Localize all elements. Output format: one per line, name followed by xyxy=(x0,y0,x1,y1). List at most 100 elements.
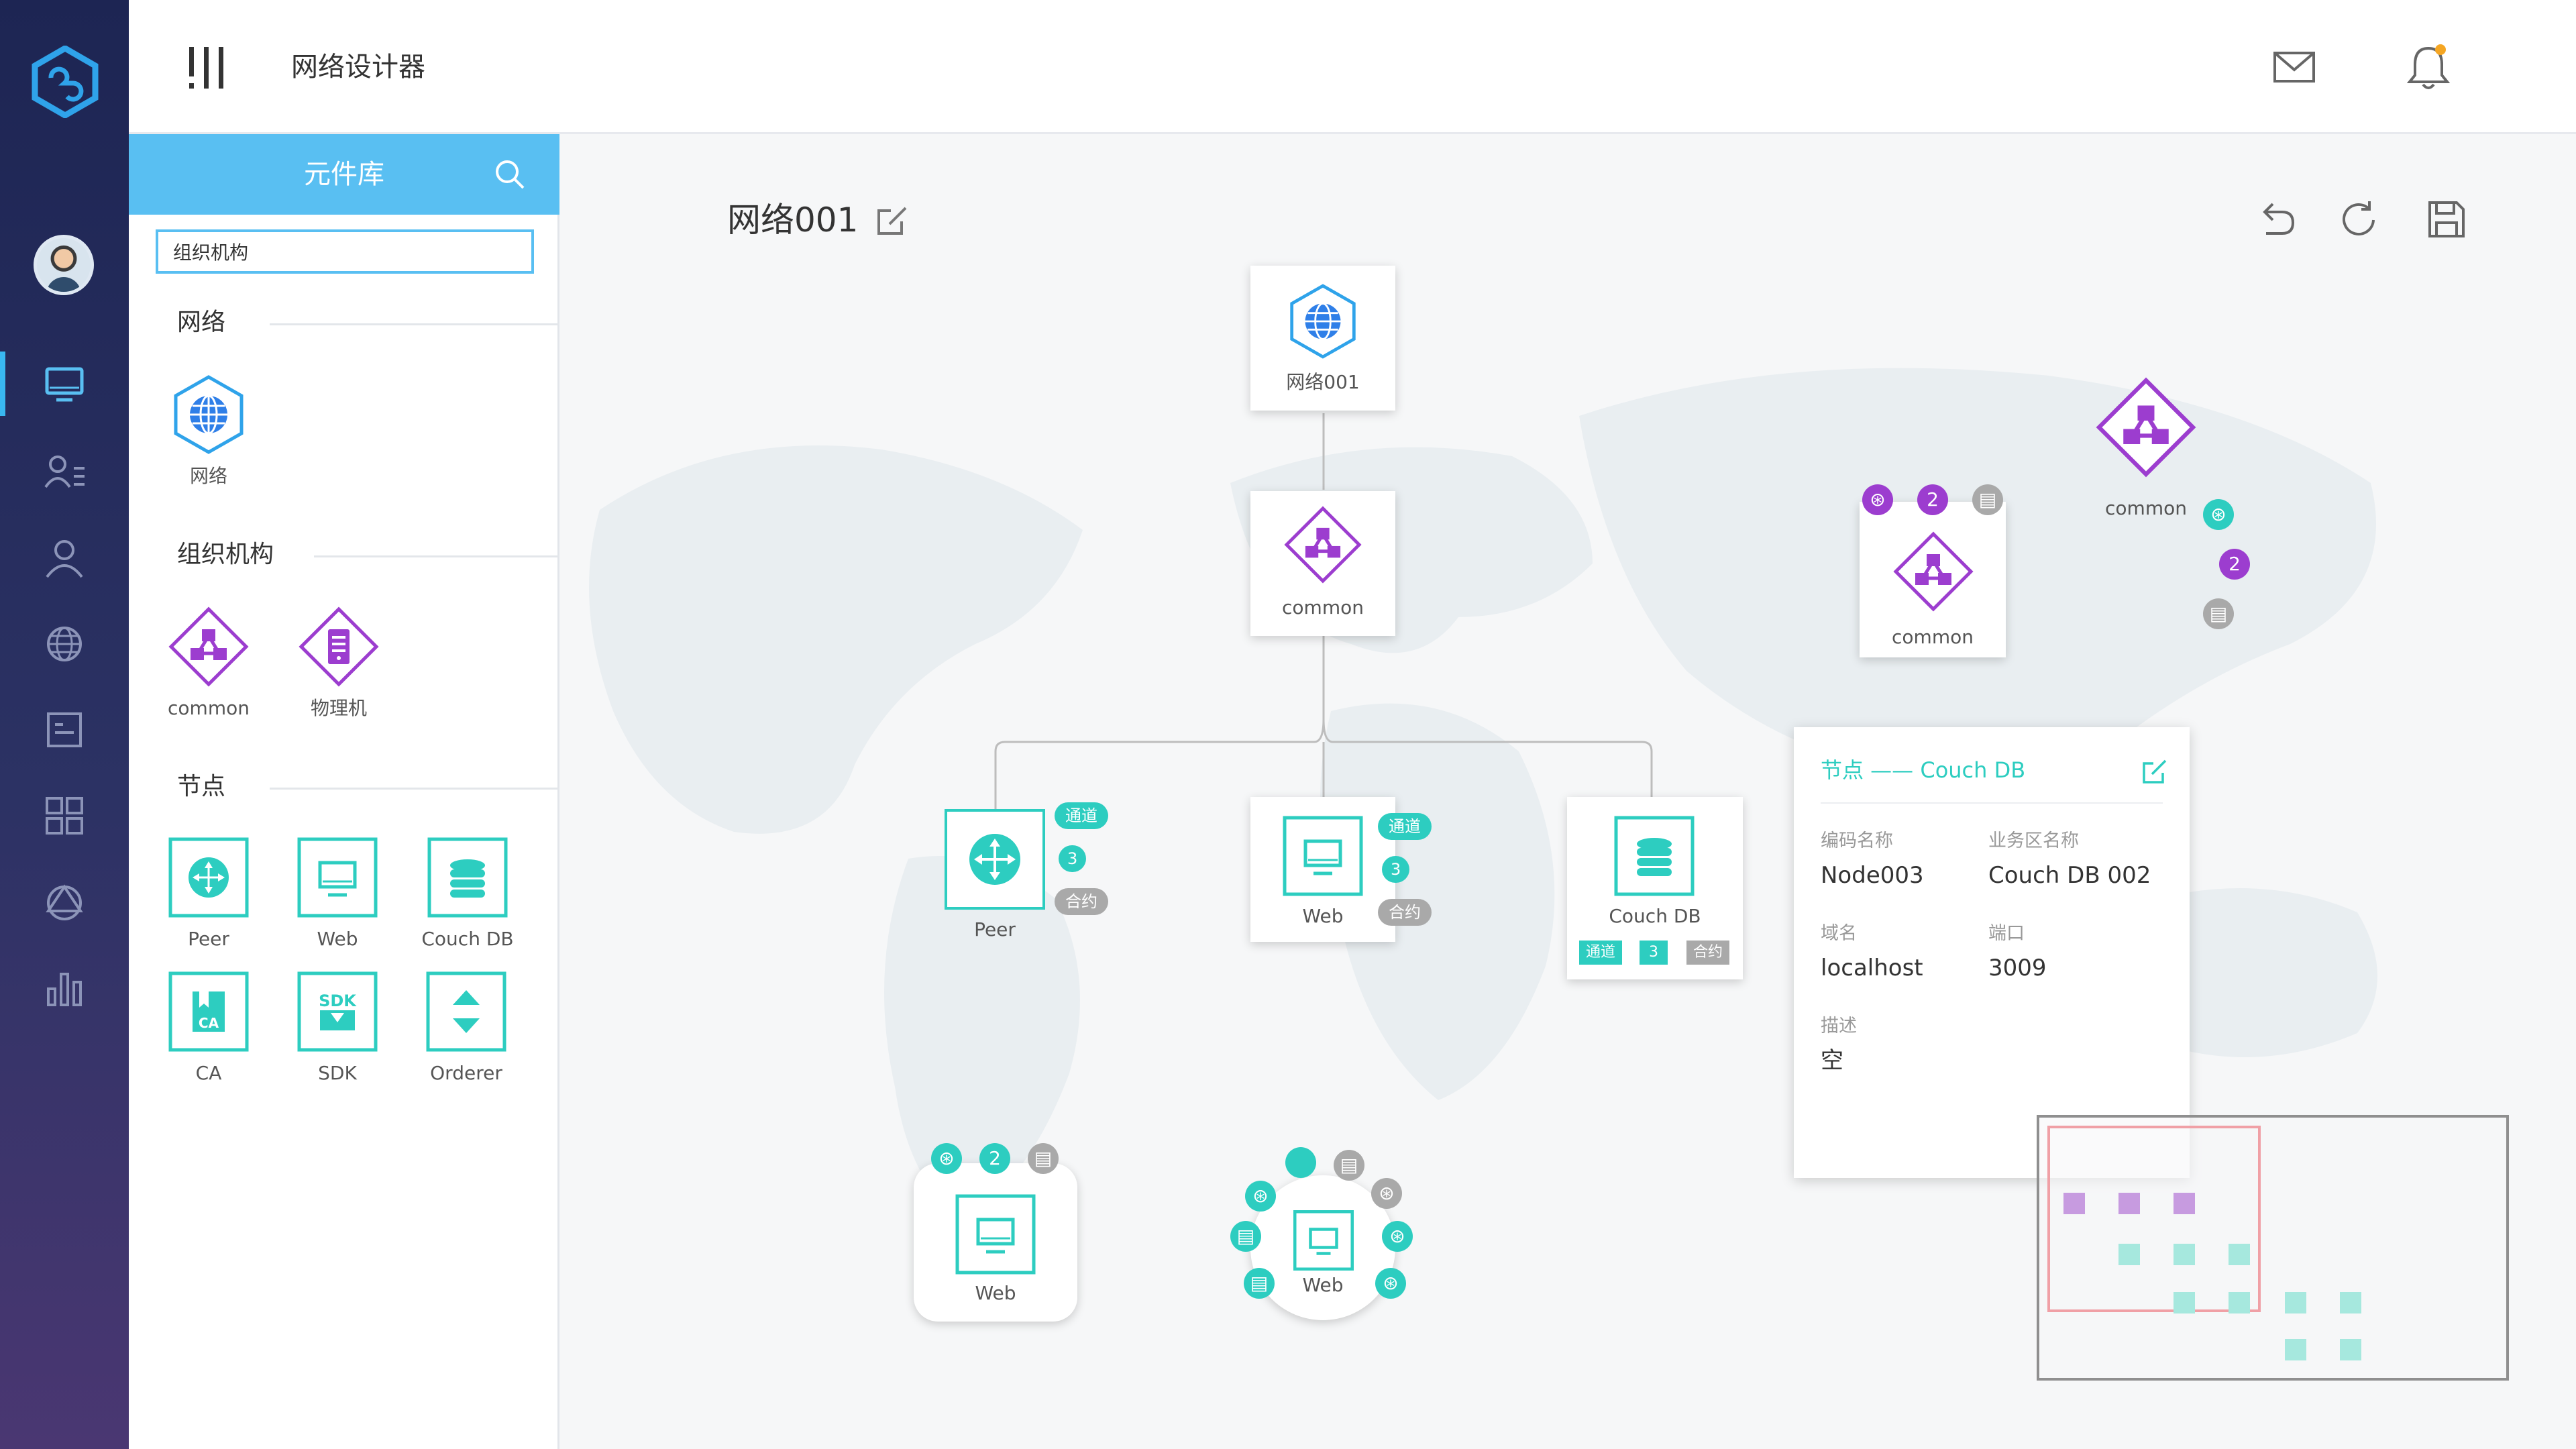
library-item-common[interactable]: common xyxy=(158,606,259,720)
section-divider xyxy=(270,323,559,325)
channel-badge[interactable]: 通道 xyxy=(1378,813,1432,840)
sidebar-apps-icon[interactable] xyxy=(40,792,89,840)
web-node-3[interactable]: Web xyxy=(1250,1175,1395,1320)
monitor-icon xyxy=(1283,816,1363,896)
library-item-label: Peer xyxy=(188,928,229,950)
minimap-node xyxy=(2063,1193,2085,1214)
library-item-network[interactable]: 网络 xyxy=(158,374,259,488)
link-icon[interactable]: ⊛ xyxy=(1862,484,1893,515)
search-icon[interactable] xyxy=(492,157,527,192)
web-node[interactable]: Web xyxy=(1250,797,1395,942)
link-icon[interactable]: ⊛ xyxy=(1371,1178,1402,1209)
node-label: Web xyxy=(975,1282,1016,1304)
globe-icon xyxy=(174,375,244,454)
library-item-label: common xyxy=(168,697,250,719)
link-icon[interactable]: ⊛ xyxy=(1245,1181,1276,1212)
document-icon[interactable]: ▤ xyxy=(1230,1221,1261,1252)
sidebar-topology-icon[interactable] xyxy=(40,877,89,926)
library-item-physical-machine[interactable]: 物理机 xyxy=(288,606,389,720)
node-label: common xyxy=(1282,596,1364,619)
count-badge[interactable]: 2 xyxy=(979,1143,1010,1174)
document-icon[interactable]: ▤ xyxy=(2203,598,2234,629)
save-icon[interactable] xyxy=(2424,197,2467,240)
document-icon[interactable]: ▤ xyxy=(1972,484,2003,515)
count-badge[interactable]: 3 xyxy=(1059,845,1087,872)
minimap-node xyxy=(2285,1339,2306,1360)
node-label: common xyxy=(2105,497,2187,519)
bell-icon[interactable] xyxy=(2406,43,2451,91)
channel-badge[interactable]: 通道 xyxy=(1055,802,1108,829)
svg-text:CA: CA xyxy=(199,1015,219,1031)
library-item-peer[interactable]: Peer xyxy=(158,837,259,951)
node-label: Peer xyxy=(974,918,1016,941)
link-icon[interactable]: ⊛ xyxy=(2203,499,2234,530)
user-avatar[interactable] xyxy=(34,235,94,295)
library-item-label: 网络 xyxy=(189,465,227,487)
undo-icon[interactable] xyxy=(2254,197,2297,240)
contract-tag[interactable]: 合约 xyxy=(1686,941,1730,965)
field-label: 域名 xyxy=(1821,923,1857,944)
minimap[interactable] xyxy=(2037,1115,2509,1381)
minimap-node xyxy=(2340,1292,2361,1313)
minimap-node xyxy=(2174,1292,2195,1313)
document-icon[interactable]: ▤ xyxy=(1244,1268,1275,1299)
sidebar-chart-icon[interactable] xyxy=(40,963,89,1012)
network-node[interactable]: 网络001 xyxy=(1250,266,1395,411)
contract-badge[interactable]: 合约 xyxy=(1378,899,1432,926)
sidebar-user-list-icon[interactable] xyxy=(40,448,89,496)
web-node-2[interactable]: Web xyxy=(914,1163,1077,1322)
link-icon[interactable]: ⊛ xyxy=(931,1143,962,1174)
component-library-panel: 元件库 网络 网络 组织机构 common 物理机 节点 Peer Web Co… xyxy=(129,134,559,1449)
node-label: common xyxy=(1892,626,1974,648)
menu-icon[interactable] xyxy=(188,47,225,89)
count-badge[interactable]: 2 xyxy=(1917,484,1948,515)
contract-badge[interactable]: 合约 xyxy=(1055,888,1108,915)
redo-icon[interactable] xyxy=(2339,197,2381,240)
field-value: Couch DB 002 xyxy=(1988,862,2151,889)
mail-icon[interactable] xyxy=(2273,51,2316,83)
document-icon[interactable]: ▤ xyxy=(1334,1150,1364,1181)
library-item-couchdb[interactable]: Couch DB xyxy=(417,837,518,951)
field-label: 业务区名称 xyxy=(1988,830,2079,851)
section-title-nodes: 节点 xyxy=(177,773,226,800)
edit-title-icon[interactable] xyxy=(876,204,910,237)
couchdb-node[interactable]: Couch DB 通道 3 合约 xyxy=(1567,797,1743,979)
design-canvas[interactable]: 网络001 网络001 common Peer 通道 3 xyxy=(559,134,2576,1449)
library-item-sdk[interactable]: SDK SDK xyxy=(287,971,388,1085)
edit-icon[interactable] xyxy=(2141,758,2168,785)
monitor-icon xyxy=(955,1194,1036,1275)
panel-title: 元件库 xyxy=(304,159,384,190)
status-dot[interactable] xyxy=(1285,1147,1316,1178)
org-icon xyxy=(1284,506,1362,584)
detail-divider xyxy=(1821,802,2163,804)
database-icon xyxy=(427,837,508,918)
globe-icon xyxy=(1290,284,1356,359)
document-icon[interactable]: ▤ xyxy=(1028,1143,1059,1174)
sidebar-report-icon[interactable] xyxy=(40,706,89,754)
count-badge[interactable]: 3 xyxy=(1382,856,1410,883)
field-value: localhost xyxy=(1821,955,1923,981)
library-item-web[interactable]: Web xyxy=(287,837,388,951)
peer-icon xyxy=(168,837,249,918)
sidebar-user-icon[interactable] xyxy=(40,534,89,582)
common-org-node-2[interactable]: common xyxy=(1860,502,2006,657)
channel-tag[interactable]: 通道 xyxy=(1579,941,1623,965)
peer-node[interactable] xyxy=(945,809,1045,910)
org-icon[interactable] xyxy=(2096,377,2196,478)
app-logo-icon[interactable] xyxy=(31,44,99,119)
minimap-viewport[interactable] xyxy=(2047,1126,2261,1312)
panel-header xyxy=(129,134,559,215)
component-search-input[interactable] xyxy=(156,229,534,274)
sidebar-monitor-icon[interactable] xyxy=(40,360,89,408)
count-badge[interactable]: 2 xyxy=(2219,549,2250,580)
section-title-org: 组织机构 xyxy=(177,541,274,568)
link-icon[interactable]: ⊛ xyxy=(1382,1221,1413,1252)
library-item-orderer[interactable]: Orderer xyxy=(416,971,517,1085)
common-org-node[interactable]: common xyxy=(1250,491,1395,636)
sidebar-globe-icon[interactable] xyxy=(40,620,89,668)
tree-connectors xyxy=(994,413,1653,810)
link-icon[interactable]: ⊛ xyxy=(1375,1268,1406,1299)
library-item-ca[interactable]: CA CA xyxy=(158,971,259,1085)
field-value: 3009 xyxy=(1988,955,2047,981)
count-tag[interactable]: 3 xyxy=(1640,941,1668,965)
